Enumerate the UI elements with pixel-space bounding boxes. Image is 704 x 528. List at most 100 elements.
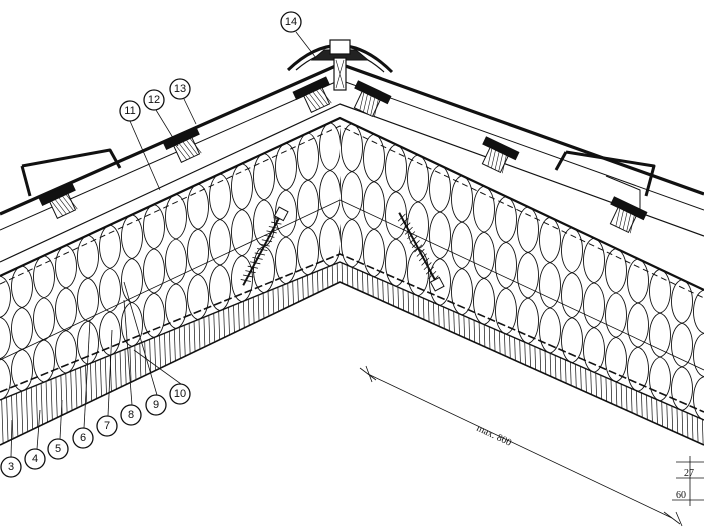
board-hatch-line <box>329 262 340 445</box>
callout-9-label: 9 <box>153 399 159 411</box>
board-hatch-line <box>144 262 156 445</box>
board-hatch-line <box>359 262 371 445</box>
callout-7-leader <box>107 329 113 417</box>
screw-thread <box>245 270 256 274</box>
callout-3-label: 3 <box>8 461 14 473</box>
batten-support-hatch <box>308 93 321 109</box>
board-hatch-line <box>134 262 146 445</box>
screw-thread <box>411 240 420 248</box>
board-hatch-line <box>694 262 704 445</box>
board-hatch-line <box>654 262 666 445</box>
board-hatch-line <box>674 262 686 445</box>
board-hatch-line <box>189 262 201 445</box>
batten-support-hatch <box>491 150 496 169</box>
batten-support-hatch <box>373 99 379 118</box>
screw-thread <box>259 243 270 247</box>
callout-6-leader <box>83 319 91 429</box>
board-hatch-line <box>564 262 576 445</box>
screw-thread <box>423 262 432 271</box>
screw-thread <box>418 253 427 262</box>
callout-13-label: 13 <box>174 83 186 95</box>
board-hatch-line <box>299 262 311 445</box>
batten-support-hatch <box>487 148 493 167</box>
board-hatch-line <box>394 262 406 445</box>
callout-14-leader <box>295 31 317 59</box>
screw-thread <box>261 239 273 243</box>
screw-thread <box>414 244 423 253</box>
board-hatch-line <box>504 262 516 445</box>
batten-support-hatch <box>359 92 365 111</box>
board-hatch-line <box>529 262 541 445</box>
batten-support-hatch <box>370 97 376 116</box>
board-hatch-line <box>360 200 370 500</box>
board-hatch-line <box>119 262 131 445</box>
board-hatch-line <box>404 262 416 445</box>
board-hatch-line <box>244 262 256 445</box>
board-hatch-line <box>489 262 501 445</box>
board-hatch-line <box>249 262 261 445</box>
insulation-loop-row <box>340 209 704 421</box>
board-hatch-line <box>279 262 291 445</box>
batten-support-hatch <box>501 155 507 174</box>
callout-4-label: 4 <box>32 453 38 465</box>
tile-lip-right <box>554 150 656 197</box>
batten-support-hatch <box>366 95 372 114</box>
batten-support-hatch <box>58 197 71 213</box>
screw-thread <box>404 226 413 235</box>
board-hatch-line <box>355 200 365 500</box>
batten-support-hatch <box>498 153 504 172</box>
callout-3-leader <box>10 419 13 458</box>
screw-shaft <box>398 212 438 284</box>
batten-support-hatch <box>178 143 191 159</box>
board-hatch-line <box>544 262 556 445</box>
tile-lip-left <box>20 148 122 197</box>
callout-14: 14 <box>280 11 302 33</box>
callout-13: 13 <box>169 78 191 100</box>
board-hatch-line <box>464 262 476 445</box>
board-hatch-line <box>424 262 436 445</box>
board-hatch-line <box>639 262 651 445</box>
board-hatch-line <box>614 262 626 445</box>
board-hatch-line <box>364 262 376 445</box>
screw-head <box>429 276 445 292</box>
board-hatch-line <box>594 262 606 445</box>
screw-thread <box>428 270 437 279</box>
board-hatch-line <box>644 262 656 445</box>
board-hatch-line <box>379 262 391 445</box>
batten-left-2 <box>162 126 202 164</box>
batten-support-hatch <box>189 138 202 154</box>
callout-12-label: 12 <box>148 94 160 106</box>
callout-6-label: 6 <box>80 432 86 444</box>
board-hatch-line <box>139 262 151 445</box>
board-hatch-line <box>345 200 355 500</box>
tile-lip-right-detail <box>605 175 641 212</box>
membrane-dashed-line <box>0 125 704 299</box>
board-hatch-line <box>179 262 191 445</box>
batten-support-hatch <box>363 94 368 113</box>
screw-thread <box>242 274 254 278</box>
batten-support-hatch <box>175 145 188 161</box>
ridge-cap <box>286 39 394 91</box>
board-hatch-line <box>534 262 546 445</box>
screw-thread <box>271 221 282 225</box>
board-hatch-line <box>159 262 171 445</box>
board-hatch-line <box>689 262 701 445</box>
fixing-screw-left <box>240 206 289 286</box>
insulation-loop-row <box>340 118 704 334</box>
screw-thread <box>400 217 409 226</box>
foil-dashed-line <box>0 253 704 413</box>
board-hatch-line <box>324 262 336 445</box>
board-hatch-line <box>214 262 226 445</box>
board-hatch-line <box>154 262 166 445</box>
span-dimension <box>359 365 683 527</box>
board-hatch-line <box>474 262 486 445</box>
board-hatch-line <box>439 262 451 445</box>
batten-support-hatch <box>51 201 64 217</box>
batten-support-hatch <box>182 141 195 157</box>
board-hatch-line <box>609 262 621 445</box>
batten-right-1 <box>481 136 520 174</box>
screw-thread <box>249 261 261 265</box>
callout-12: 12 <box>143 89 165 111</box>
board-hatch-line <box>569 262 581 445</box>
batten-support-hatch <box>186 139 198 155</box>
